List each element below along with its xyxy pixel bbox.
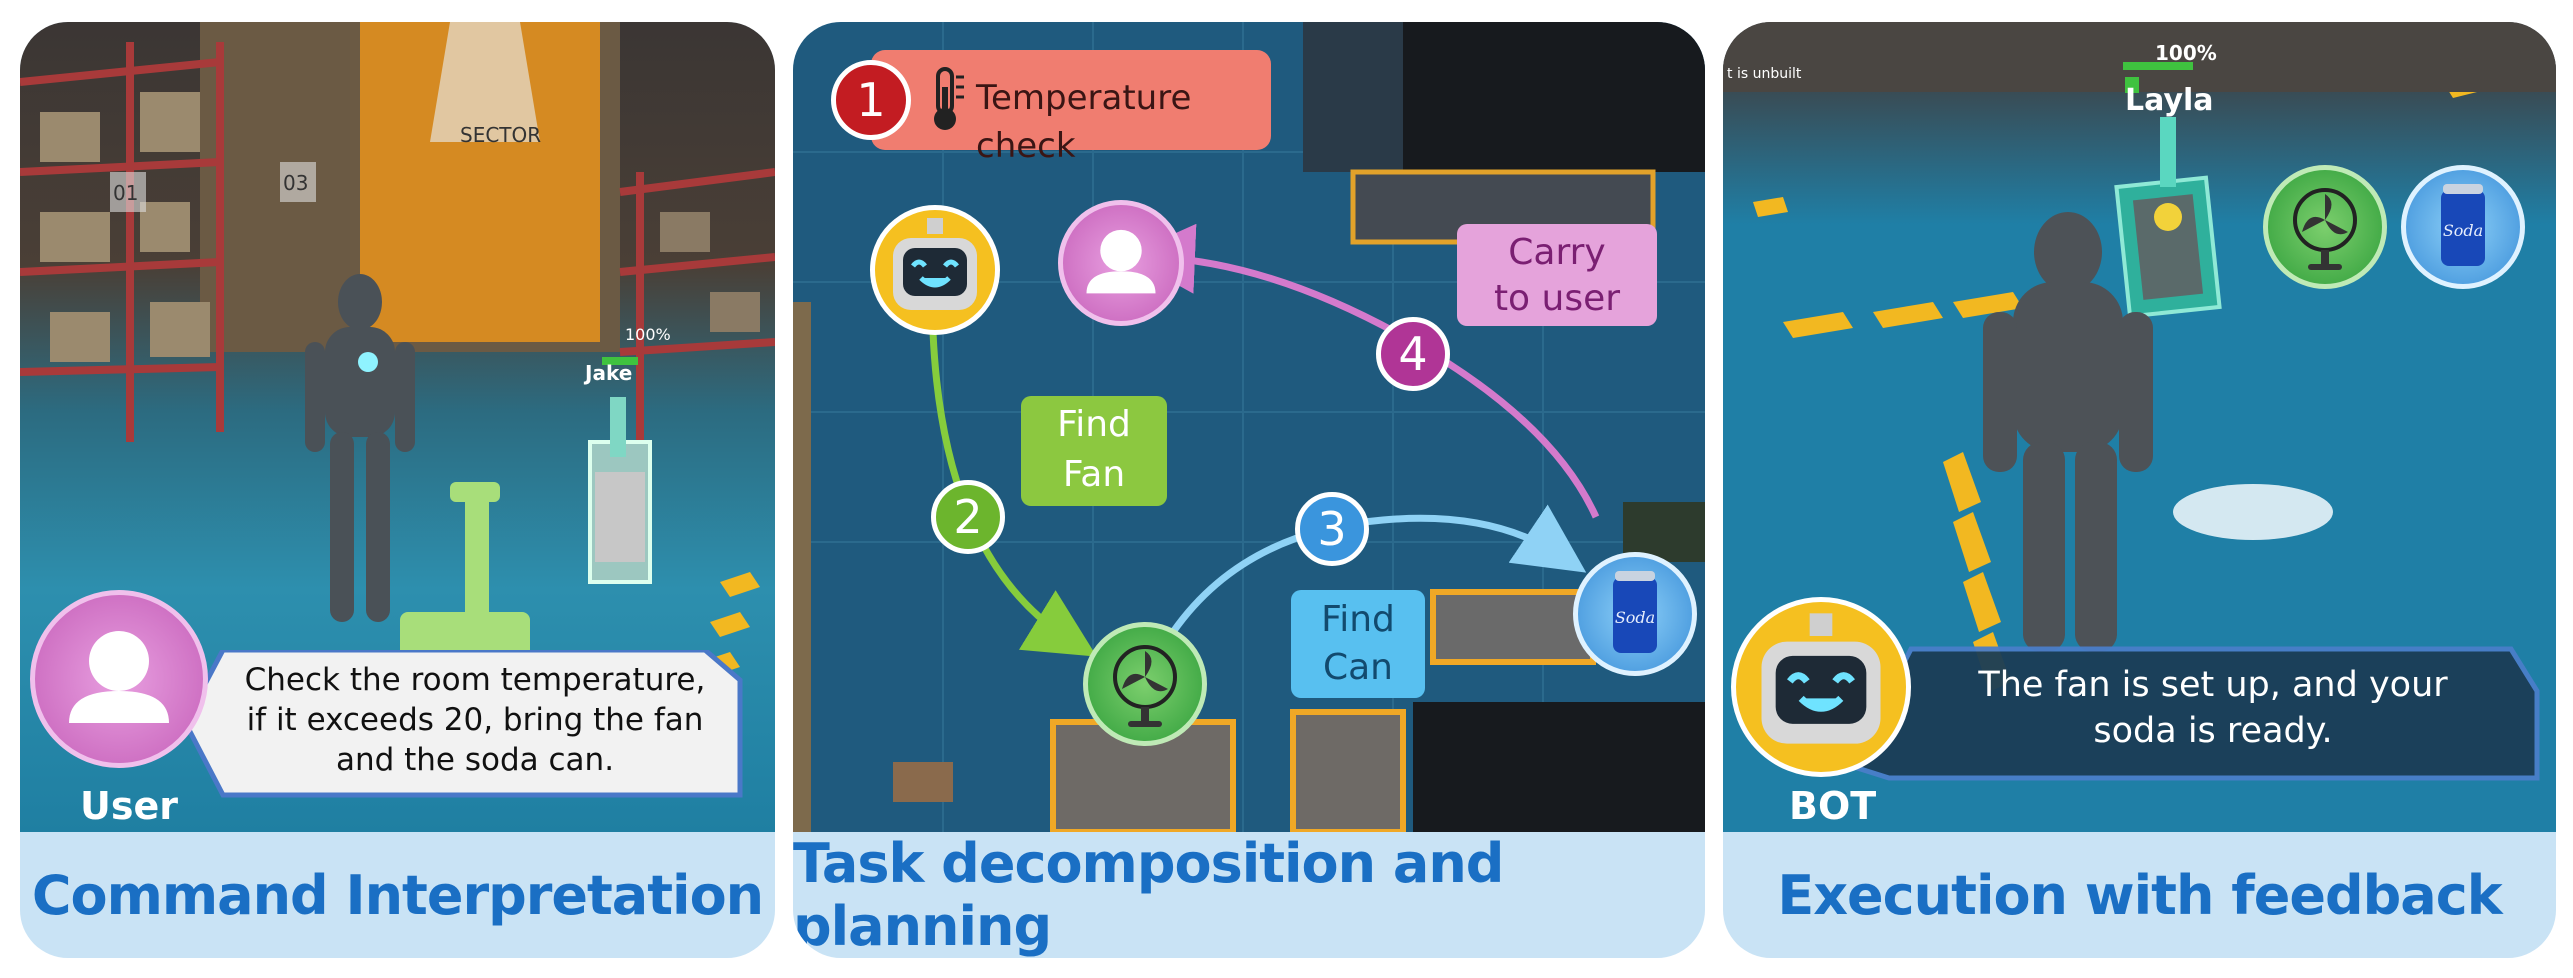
soda-can-icon: Soda: [1613, 571, 1657, 653]
jake-health-text: 100%: [625, 325, 671, 344]
caption-execution-feedback: Execution with feedback: [1777, 863, 2502, 927]
top-down-map: 1 Temperature check: [793, 22, 1705, 832]
sector-text: SECTOR: [460, 123, 541, 147]
fan-badge: [1083, 622, 1207, 746]
fan-delivered-badge: [2263, 165, 2387, 289]
step-3-label: Find Can: [1291, 590, 1425, 698]
status-text: t is unbuilt: [1727, 66, 1802, 82]
panel-execution-feedback: t is unbuilt 100% Layla: [1723, 22, 2556, 958]
feedback-line-1: The fan is set up, and your: [1978, 665, 2448, 705]
thermometer-icon: [934, 67, 964, 130]
command-bubble: [185, 650, 743, 798]
execution-illustration: t is unbuilt 100% Layla: [1723, 22, 2556, 692]
soda-can-text: Soda: [1615, 608, 1655, 627]
shelf-number-03: 03: [283, 171, 308, 195]
feedback-line-2: soda is ready.: [2093, 711, 2333, 751]
soda-can-icon: Soda: [2441, 184, 2485, 266]
step-4-label: Carry to user: [1457, 224, 1657, 326]
caption-task-planning: Task decomposition and planning: [793, 832, 1504, 958]
step-4-number: 4: [1376, 317, 1450, 391]
user-goal-badge: [1058, 200, 1184, 326]
feedback-text: The fan is set up, and your soda is read…: [1893, 662, 2533, 754]
shelf-number-01: 01: [113, 181, 138, 205]
step-2-label: Find Fan: [1021, 396, 1167, 506]
soda-can-text: Soda: [2443, 221, 2483, 240]
command-line-2: if it exceeds 20, bring the fan: [246, 702, 704, 738]
step-4-label-line-2: to user: [1493, 278, 1621, 319]
robot-icon: [893, 218, 977, 310]
step-2-label-line-2: Fan: [1062, 454, 1126, 495]
step-3-number: 3: [1295, 492, 1369, 566]
warehouse-illustration: SECTOR 01 03: [20, 22, 775, 772]
execution-scene: t is unbuilt 100% Layla: [1723, 22, 2556, 832]
planning-map: [793, 22, 1705, 832]
step-2-number: 2: [931, 480, 1005, 554]
fan-icon: [1113, 645, 1177, 727]
caption-command-interpretation: Command Interpretation: [31, 863, 764, 927]
step-2-label-line-1: Find: [1057, 404, 1131, 445]
bot-avatar-badge: [1731, 597, 1911, 777]
step-3-label-line-2: Can: [1322, 647, 1393, 688]
soda-can-badge: Soda: [1573, 552, 1697, 676]
layla-health-text: 100%: [2155, 41, 2217, 65]
soda-delivered-badge: Soda: [2401, 165, 2525, 289]
command-line-3: and the soda can.: [335, 742, 615, 778]
bot-label: BOT: [1789, 784, 1877, 828]
command-line-1: Check the room temperature,: [244, 662, 706, 698]
user-label: User: [80, 784, 178, 828]
step-1-label: Temperature check: [976, 78, 1192, 166]
robot-icon: [1761, 613, 1881, 744]
warehouse-scene: SECTOR 01 03: [20, 22, 775, 832]
user-icon: [69, 631, 169, 723]
layla-name-text: Layla: [2125, 83, 2214, 118]
fan-icon: [2293, 188, 2357, 270]
feedback-bubble: [1851, 646, 2540, 781]
step-1-number: 1: [831, 60, 911, 140]
step-3-label-line-1: Find: [1321, 599, 1395, 640]
command-text: Check the room temperature, if it exceed…: [220, 660, 730, 780]
panel-task-planning: 1 Temperature check: [793, 22, 1705, 958]
panel-command-interpretation: SECTOR 01 03: [20, 22, 775, 958]
robot-avatar-badge: [870, 205, 1000, 335]
user-icon: [1086, 229, 1156, 294]
user-avatar-badge: [30, 590, 208, 768]
jake-name-text: Jake: [583, 361, 632, 385]
step-4-label-line-1: Carry: [1508, 232, 1606, 273]
